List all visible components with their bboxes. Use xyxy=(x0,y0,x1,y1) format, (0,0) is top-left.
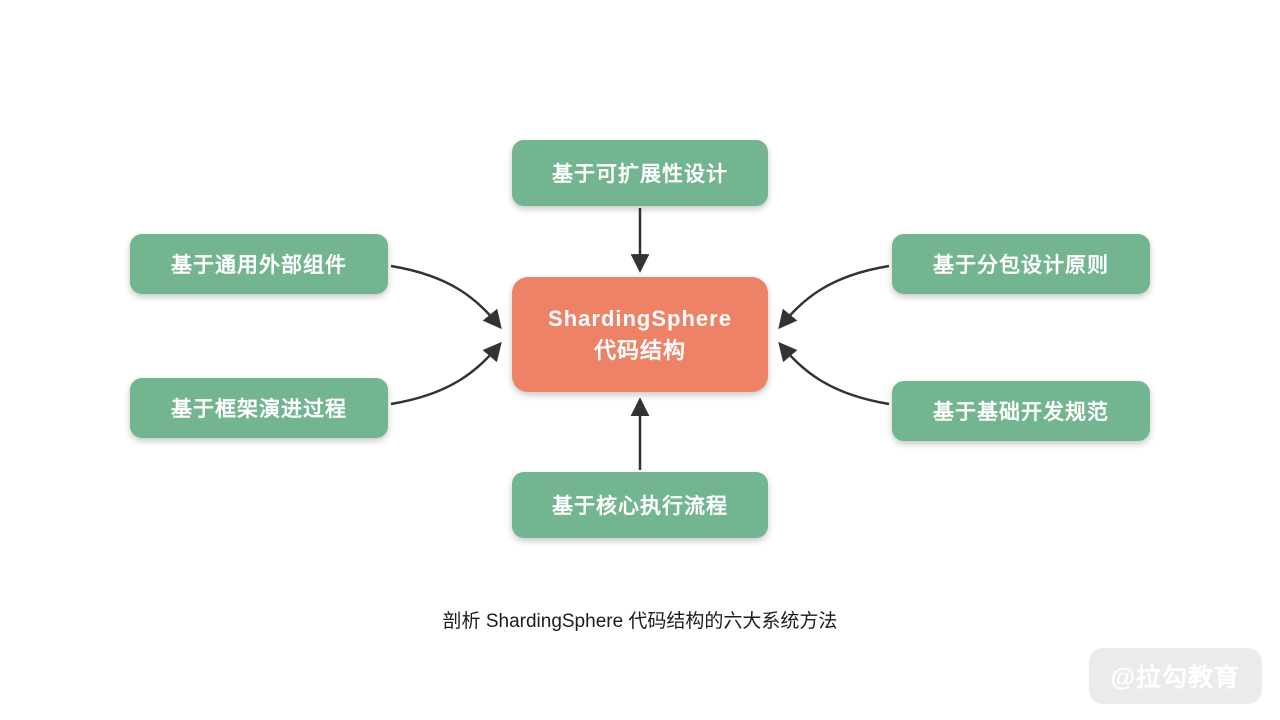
node-label: 基于核心执行流程 xyxy=(552,495,728,518)
watermark-badge: @拉勾教育 xyxy=(1088,648,1262,704)
node-basic-dev-standards[interactable]: 基于基础开发规范 xyxy=(892,381,1150,441)
node-label: 基于框架演进过程 xyxy=(171,398,347,421)
node-framework-evolution[interactable]: 基于框架演进过程 xyxy=(130,378,388,438)
diagram-caption: 剖析 ShardingSphere 代码结构的六大系统方法 xyxy=(442,611,838,632)
arrow-right-bottom-to-center xyxy=(778,341,890,406)
arrow-left-top-to-center xyxy=(390,264,502,330)
center-node-line2: 代码结构 xyxy=(593,337,686,363)
center-node-line1: ShardingSphere xyxy=(548,305,732,331)
node-package-design-principles[interactable]: 基于分包设计原则 xyxy=(892,234,1150,294)
node-label: 基于可扩展性设计 xyxy=(552,163,728,186)
arrow-left-bottom-to-center xyxy=(390,341,502,406)
node-label: 基于分包设计原则 xyxy=(933,254,1109,277)
node-label: 基于通用外部组件 xyxy=(171,254,347,277)
arrow-right-top-to-center xyxy=(778,264,890,330)
node-extensibility-design[interactable]: 基于可扩展性设计 xyxy=(512,140,768,206)
node-label: 基于基础开发规范 xyxy=(933,401,1109,424)
node-external-components[interactable]: 基于通用外部组件 xyxy=(130,234,388,294)
node-core-execution-flow[interactable]: 基于核心执行流程 xyxy=(512,472,768,538)
node-center-shardingsphere-code-structure[interactable]: ShardingSphere 代码结构 xyxy=(512,277,768,392)
